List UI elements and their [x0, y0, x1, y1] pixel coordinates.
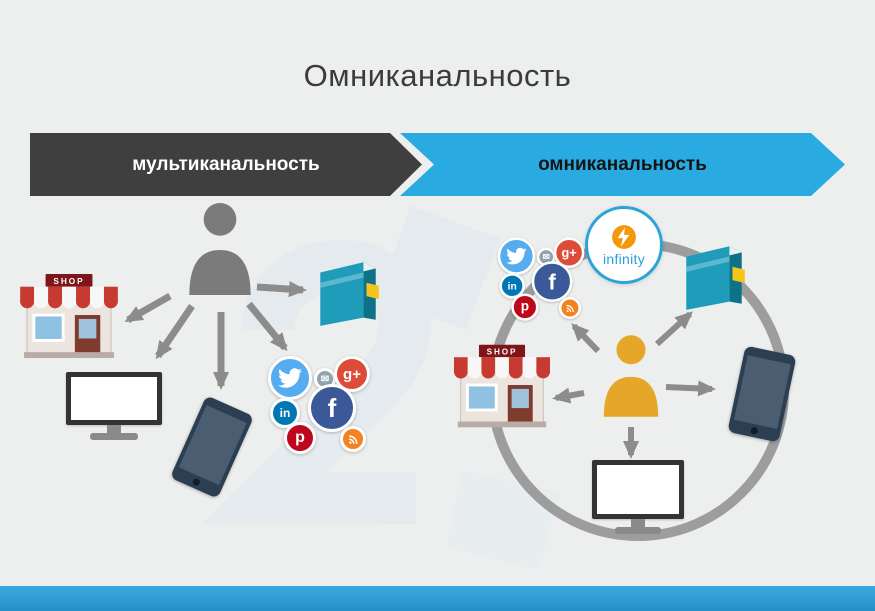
- computer-screen: [592, 460, 684, 519]
- google-plus-icon: g+: [553, 237, 585, 268]
- twitter-icon: [268, 356, 312, 400]
- computer-icon-right: [592, 460, 684, 536]
- computer-base: [90, 433, 138, 440]
- shop-window: [32, 313, 65, 342]
- rss-icon: [558, 296, 581, 319]
- catalog-icon: [310, 258, 386, 328]
- infinity-logo-icon: [612, 224, 636, 249]
- pinterest-icon: p: [511, 293, 539, 321]
- smartphone-button: [191, 477, 201, 487]
- arrow-person-to-shop-right: [552, 387, 585, 404]
- smartphone-icon: [169, 395, 255, 499]
- smartphone-button: [750, 426, 759, 435]
- arrow-person-to-social-right: [571, 323, 601, 354]
- customer-icon-gray: [186, 203, 254, 295]
- computer-stand: [107, 425, 121, 433]
- bottom-accent-bar: [0, 586, 875, 611]
- catalog-icon-right: [676, 242, 752, 312]
- banner-omnichannel-label: омниканальность: [538, 153, 707, 175]
- smartphone-icon-right: [727, 345, 797, 443]
- banner-multichannel: мультиканальность: [30, 133, 422, 196]
- computer-icon: [66, 372, 162, 442]
- computer-screen: [66, 372, 162, 425]
- social-media-cluster-right: ✉ g+ in f p: [496, 234, 588, 322]
- pinterest-icon: p: [284, 422, 316, 454]
- social-media-cluster: ✉ g+ in f p: [266, 352, 374, 456]
- arrow-person-to-monitor-left: [155, 304, 195, 360]
- arrow-person-to-phone-right: [665, 380, 716, 397]
- arrow-person-to-catalog-left: [256, 281, 307, 298]
- banner-multichannel-label: мультиканальность: [132, 153, 320, 175]
- customer-icon-orange: [602, 330, 660, 422]
- smartphone-screen: [734, 355, 791, 429]
- arrow-person-to-catalog-right: [654, 311, 693, 347]
- linkedin-icon: in: [499, 273, 525, 299]
- infinity-logo-badge: infinity: [585, 206, 663, 284]
- shop-sign-label: SHOP: [487, 347, 518, 356]
- watermark-shape-bottom: [446, 470, 560, 570]
- page-title: Омниканальность: [303, 58, 572, 93]
- computer-base: [615, 527, 661, 534]
- arrow-person-to-shop-left: [124, 292, 172, 324]
- computer-stand: [631, 519, 645, 527]
- shop-awning: [20, 286, 118, 309]
- shop-icon-right: SHOP: [454, 344, 550, 428]
- shop-window: [466, 383, 498, 412]
- arrow-person-to-social-left: [246, 301, 288, 352]
- catalog-bookmark: [732, 266, 745, 284]
- infinity-logo-text: infinity: [602, 250, 646, 267]
- smartphone-screen: [178, 405, 247, 486]
- facebook-icon: f: [308, 384, 356, 432]
- banner-omnichannel: омниканальность: [400, 133, 845, 196]
- twitter-icon: [497, 237, 536, 275]
- facebook-icon: f: [531, 261, 573, 302]
- shop-icon: SHOP: [20, 274, 118, 358]
- shop-sign-label: SHOP: [53, 276, 84, 286]
- catalog-bookmark: [366, 282, 379, 300]
- shop-awning: [454, 357, 550, 379]
- watermark-shape-top: [378, 206, 500, 330]
- rss-icon: [340, 426, 366, 452]
